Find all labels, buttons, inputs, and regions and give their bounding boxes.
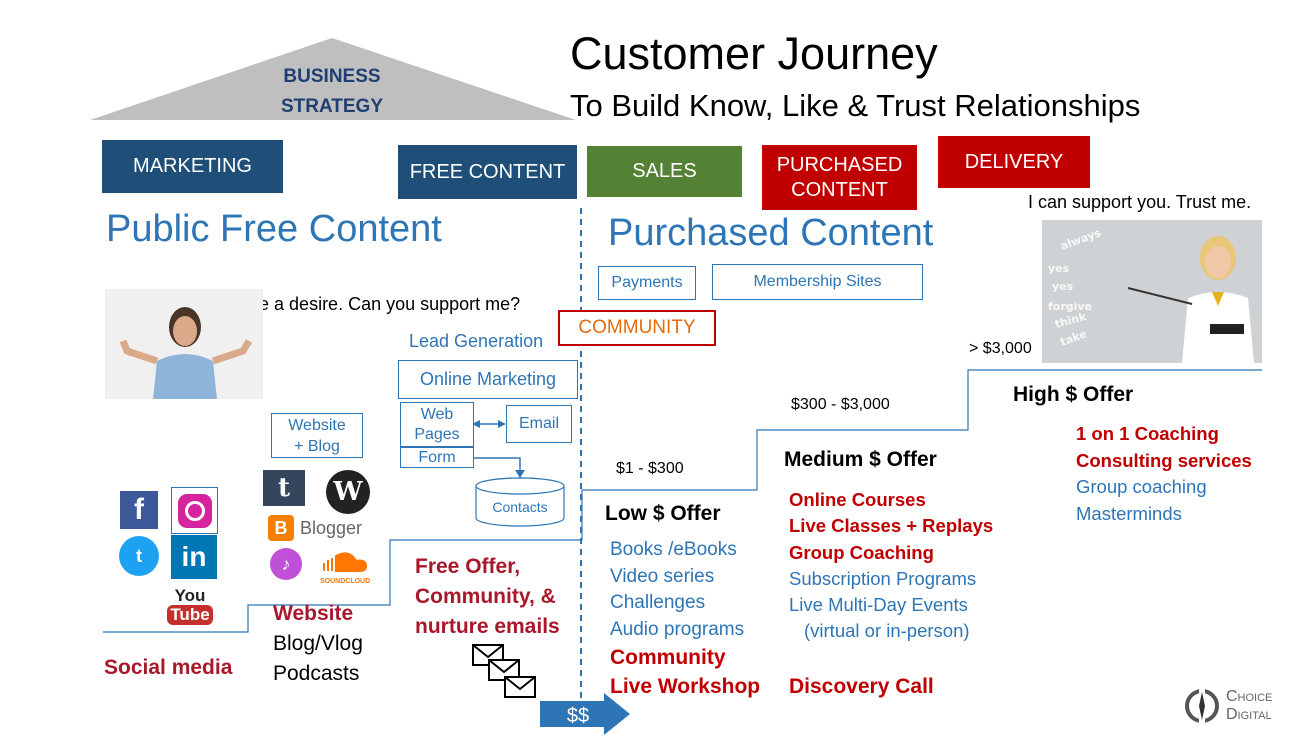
payments-box: Payments [598,266,696,300]
low-red-item: Live Workshop [610,675,761,698]
community-box: COMMUNITY [558,310,716,346]
free-offer-line-2: Community, & [415,585,556,608]
customer-quote: I have a desire. Can you support me? [220,294,521,314]
medium-red-item: Online Courses [789,489,926,510]
high-item: Group coaching [1076,476,1207,497]
medium-red-item: Group Coaching [789,541,934,563]
twitter-icon: t [119,536,159,576]
blogger-icon: B Blogger [268,515,362,541]
high-red-item: 1 on 1 Coaching [1076,423,1219,444]
tumblr-icon: t [263,470,305,506]
medium-offer-list: Online Courses Live Classes + Replays Gr… [789,487,993,645]
stage-purchased-content: PURCHASED CONTENT [762,145,917,210]
envelopes-icon [472,644,536,698]
medium-red-item: Live Classes + Replays [789,515,994,537]
money-arrow [540,693,630,735]
brand-line-1: Choice [1226,688,1273,705]
website-blog-line-1: Website [288,416,346,434]
low-offer-list: Books /eBooks Video series Challenges Au… [610,537,760,701]
section-public-free-content: Public Free Content [106,208,442,250]
form-box: Form [400,447,474,468]
web-pages-box: Web Pages [400,402,474,447]
website-blog-line-2: + Blog [294,437,340,455]
medium-price: $300 - $3,000 [791,396,890,413]
low-item: Video series [610,565,715,587]
svg-text:always: always [1059,226,1103,253]
website-line-3: Podcasts [273,662,360,685]
website-blog-box: Website + Blog [271,413,363,458]
low-offer-title: Low $ Offer [605,502,721,525]
coach-photo: always yes yes forgive think take [1042,220,1262,363]
brand-line-2: Digital [1226,706,1272,723]
purchased-line-1: PURCHASED [776,153,903,176]
roof-label: BUSINESS STRATEGY [262,62,402,122]
medium-item: Subscription Programs [789,567,977,589]
medium-offer-title: Medium $ Offer [784,448,937,471]
itunes-icon: ♪ [270,548,302,580]
stage-sales: SALES [587,146,742,197]
website-title: Website [273,602,354,625]
page-subtitle: To Build Know, Like & Trust Relationship… [570,88,1141,123]
blogger-text: Blogger [300,517,363,538]
high-offer-list: 1 on 1 Coaching Consulting services Grou… [1076,421,1252,527]
low-item: Audio programs [610,618,745,640]
high-red-item: Consulting services [1076,449,1252,471]
wordpress-icon: W [326,470,370,514]
high-offer-title: High $ Offer [1013,383,1134,406]
purchased-line-2: CONTENT [791,178,888,201]
svg-text:yes: yes [1048,262,1070,275]
medium-item: Live Multi-Day Events [789,594,968,616]
svg-text:yes: yes [1052,280,1074,293]
discovery-call: Discovery Call [789,675,934,698]
high-item: Masterminds [1076,502,1182,524]
free-offer-line-1: Free Offer, [415,555,521,578]
customer-photo [105,289,263,399]
web-pages-line-2: Pages [414,425,460,443]
low-red-item: Community [610,646,726,669]
social-media-label: Social media [104,656,233,679]
choice-digital-mark-icon [1185,688,1219,724]
contacts-label: Contacts [492,499,548,515]
instagram-icon [171,487,218,534]
svg-text:forgive: forgive [1048,300,1092,313]
youtube-you: You [174,586,206,605]
high-price: > $3,000 [969,340,1032,357]
linkedin-icon: in [171,535,217,579]
lead-generation-label: Lead Generation [409,331,544,351]
facebook-icon: f [120,491,158,529]
roof-line-2: STRATEGY [280,96,384,117]
web-pages-line-1: Web [420,405,454,423]
online-marketing-box: Online Marketing [398,360,578,399]
medium-item: (virtual or in-person) [804,620,970,642]
membership-sites-box: Membership Sites [712,264,923,300]
section-purchased-content: Purchased Content [608,212,934,254]
roof-line-1: BUSINESS [283,66,381,87]
email-box: Email [506,405,572,443]
free-offer-line-3: nurture emails [415,615,560,638]
svg-text:take: take [1059,327,1089,349]
youtube-icon: You Tube [166,583,214,629]
low-item: Challenges [610,592,706,613]
free-offer-column: Free Offer, Community, & nurture emails [415,552,560,642]
low-price: $1 - $300 [616,460,684,477]
low-item: Books /eBooks [610,539,737,560]
choice-digital-logo: Choice Digital [1182,686,1272,726]
soundcloud-icon: SOUNDCLOUD [320,551,370,585]
money-label: $$ [566,704,590,727]
page-title: Customer Journey [570,28,938,79]
website-line-2: Blog/Vlog [273,632,363,655]
coach-quote: I can support you. Trust me. [1028,192,1252,212]
stage-delivery: DELIVERY [938,136,1090,188]
soundcloud-text: SOUNDCLOUD [320,578,371,585]
stage-marketing: MARKETING [102,140,283,193]
stage-free-content: FREE CONTENT [398,145,577,199]
youtube-tube: Tube [167,605,213,625]
website-column: Website Blog/Vlog Podcasts [273,599,363,689]
